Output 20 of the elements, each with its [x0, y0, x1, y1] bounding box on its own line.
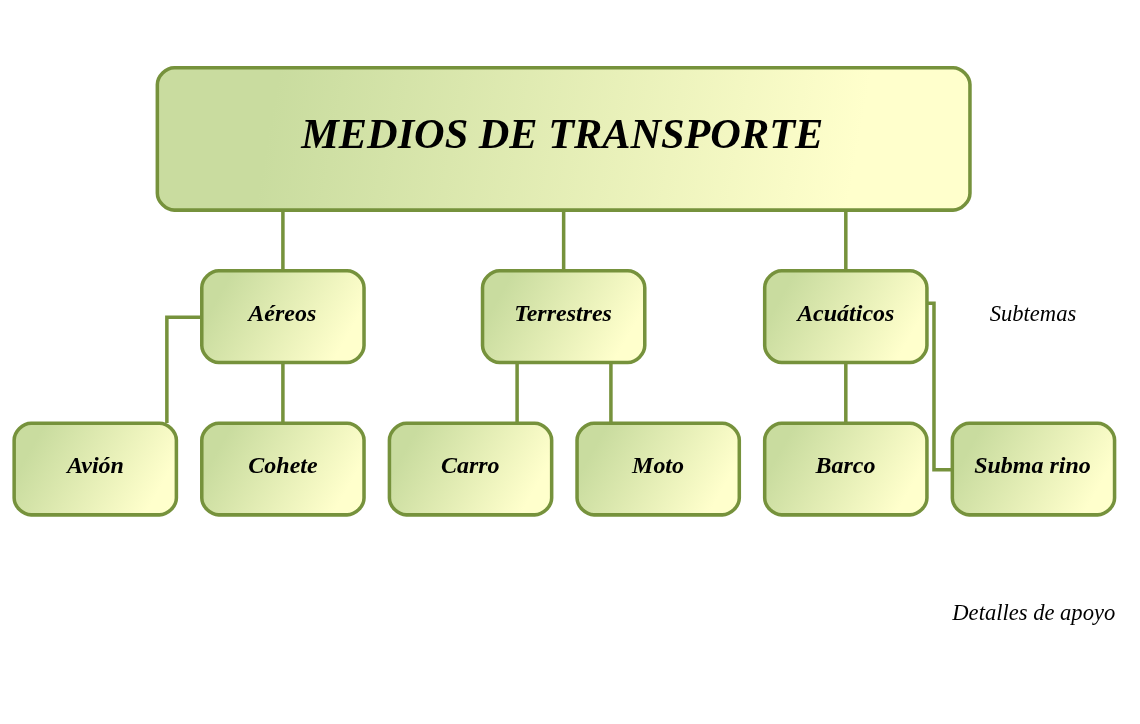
connector [165, 315, 202, 423]
node-box: MEDIOS DE TRANSPORTE [155, 65, 972, 212]
connector [515, 362, 519, 423]
node-box: Terrestres [480, 268, 647, 364]
node-box: Carro [387, 420, 554, 517]
connector [561, 209, 566, 270]
node-box: Cohete [200, 420, 366, 517]
node-box: Barco [762, 420, 929, 517]
node-box: Avión [12, 420, 179, 517]
label: Detalles de apoyo [952, 599, 1116, 625]
label: Subtemas [989, 300, 1077, 326]
connector [844, 209, 848, 270]
node-box: Aéreos [200, 268, 366, 364]
node-box: Moto [575, 420, 742, 517]
connector [609, 362, 613, 423]
connector [281, 362, 285, 423]
node-box: Subma rino [950, 420, 1117, 517]
connector [844, 362, 848, 423]
connector [281, 209, 285, 270]
node-box: Acuáticos [762, 268, 929, 364]
